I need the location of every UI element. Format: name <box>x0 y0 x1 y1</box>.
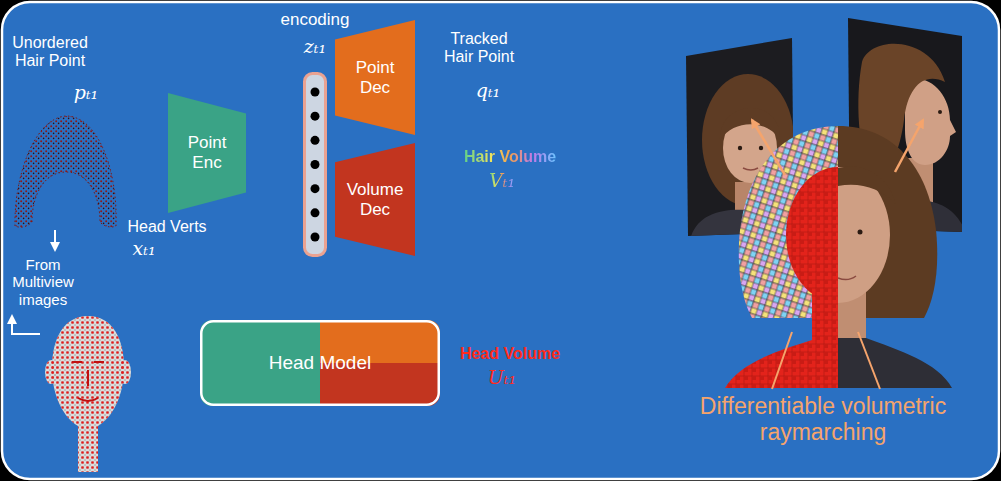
face-features <box>72 362 104 401</box>
input-label: Head Verts <box>127 218 206 236</box>
node-label: Head Model <box>269 352 371 374</box>
encoding-vector: encodingzₜ₁ <box>303 72 327 257</box>
down-arrow <box>54 230 56 250</box>
vector-label: encoding <box>281 10 350 30</box>
label-slot: xₜ₁ <box>124 238 164 260</box>
head-shape <box>52 316 124 472</box>
label-slot: Unordered Hair Point <box>4 34 96 71</box>
vector-element <box>311 88 320 97</box>
math-symbol: pₜ₁ <box>74 82 98 104</box>
eye <box>738 146 742 150</box>
label-slot: qₜ₁ <box>468 80 508 102</box>
head-model-box: Head Model <box>200 320 440 406</box>
label-slot: Uₜ₁ <box>480 367 524 389</box>
projection-arrow <box>895 120 923 172</box>
hair-point-cloud <box>15 116 116 227</box>
node-label: Point Enc <box>178 133 236 172</box>
node-label: Point Dec <box>345 58 405 97</box>
shirt <box>838 338 952 388</box>
bangs <box>838 167 896 205</box>
leader-line <box>772 332 792 389</box>
body-volume-shape <box>725 290 838 388</box>
vector-bar <box>305 74 326 256</box>
math-symbol: Uₜ₁ <box>488 367 516 389</box>
vector-element <box>311 208 320 217</box>
head-mesh-shape <box>52 316 124 472</box>
decoder-trapezoid: Point Dec <box>335 20 415 135</box>
math-symbol: xₜ₁ <box>132 238 155 260</box>
output-label: Head Volume <box>460 345 560 363</box>
composite-figure <box>725 126 952 388</box>
label-slot: Differentiable volumetric raymarching <box>652 393 994 446</box>
face <box>905 78 956 165</box>
point-cloud-shape <box>15 116 116 227</box>
label-slot: Hair Volume <box>458 148 562 166</box>
input-label: Unordered Hair Point <box>4 34 96 71</box>
hair-volume-shape <box>739 126 838 318</box>
label-slot: Head Volume <box>458 345 562 363</box>
model-border <box>201 321 439 405</box>
label-slot: pₜ₁ <box>66 82 106 104</box>
math-symbol: qₜ₁ <box>476 80 500 102</box>
output-label: Hair Volume <box>464 148 556 166</box>
label-slot: From Multiview images <box>4 256 82 308</box>
output-label: Tracked Hair Point <box>434 30 524 67</box>
eye <box>858 230 863 235</box>
mouth <box>743 168 758 170</box>
vector-element <box>311 233 320 242</box>
node-outline <box>303 72 327 257</box>
eye <box>938 110 942 114</box>
head-volume-shape <box>786 167 838 303</box>
head-mesh <box>45 316 131 472</box>
projection-arrow <box>752 120 785 175</box>
node-label: Volume Dec <box>345 180 405 219</box>
vector-element <box>311 160 320 169</box>
photo-half <box>838 126 952 388</box>
trapezoid-shape <box>168 93 246 213</box>
bangs <box>720 108 780 140</box>
label-slot: Head Verts <box>122 218 212 236</box>
math-symbol: Vₜ₁ <box>489 170 515 192</box>
label-slot: Vₜ₁ <box>480 170 524 192</box>
trapezoid-shape <box>335 20 415 135</box>
label-slot: Tracked Hair Point <box>434 30 524 67</box>
hair <box>838 126 937 318</box>
eye <box>759 146 763 150</box>
leader-line <box>858 332 880 389</box>
trapezoid-shape <box>335 143 415 256</box>
vector-element <box>311 112 320 121</box>
decoder-trapezoid: Volume Dec <box>335 143 415 256</box>
model-fill <box>200 320 440 406</box>
up-arrow <box>12 316 40 334</box>
method-caption: Differentiable volumetric raymarching <box>652 393 994 446</box>
vector-element <box>311 184 320 193</box>
vector-label: zₜ₁ <box>304 36 326 58</box>
mouth <box>838 276 856 280</box>
volume-half <box>725 126 838 388</box>
source-note: From Multiview images <box>4 256 82 308</box>
encoder-trapezoid: Point Enc <box>168 93 246 213</box>
vector-element <box>311 136 320 145</box>
